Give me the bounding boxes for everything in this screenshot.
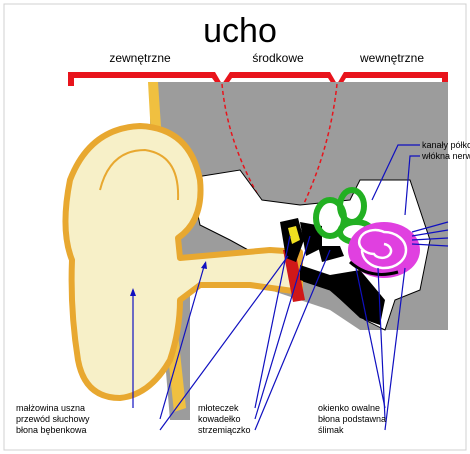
section-label-inner: wewnętrzne — [359, 51, 424, 65]
label-slimak: ślimak — [318, 425, 344, 435]
label-malzowina-uszna: małżowina uszna — [16, 403, 85, 413]
label-okienko-owalne: okienko owalne — [318, 403, 380, 413]
diagram-title: ucho — [203, 12, 277, 50]
label-kowadelko: kowadełko — [198, 414, 241, 424]
cochlea — [348, 222, 420, 278]
label-kanaly-polkoliste: kanały półkoliste — [422, 140, 470, 150]
label-strzemiaczko: strzemiączko — [198, 425, 251, 435]
label-mloteczek: młoteczek — [198, 403, 239, 413]
label-blona-bebenkowa: błona bębenkowa — [16, 425, 87, 435]
section-label-outer: zewnętrzne — [109, 51, 171, 65]
section-label-middle: środkowe — [252, 51, 304, 65]
label-blona-podstawna: błona podstawna — [318, 414, 386, 424]
label-przewod-sluchowy: przewód słuchowy — [16, 414, 90, 424]
label-wlokna-nerwowe: włókna nerwowe — [421, 151, 470, 161]
